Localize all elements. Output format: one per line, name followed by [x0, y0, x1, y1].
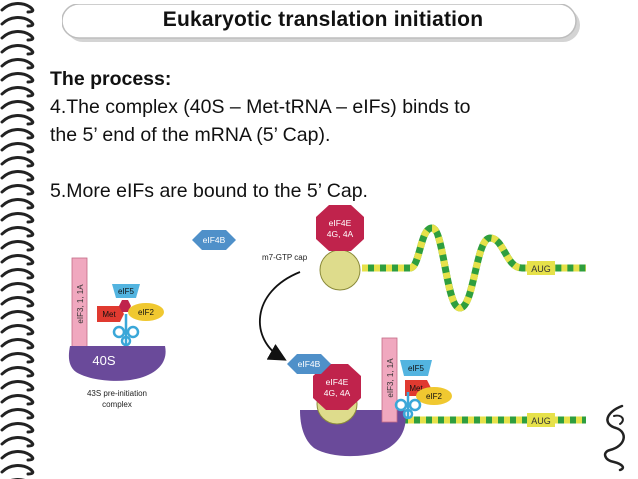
eif5-shape-bottom: [400, 360, 432, 376]
met-connector-left: [119, 300, 131, 312]
eif4e-octagon-bottom: [313, 364, 361, 410]
eif2-shape-left: [128, 303, 164, 321]
trna-left: [112, 314, 140, 347]
aug-label-bottom: AUG: [531, 416, 551, 426]
trna-bottom: [394, 392, 422, 420]
cap-label: m7-GTP cap: [262, 253, 308, 262]
eif2-shape-bottom: [416, 387, 452, 405]
eif4e-octagon-top: [316, 205, 364, 251]
step-4-line-2: the 5’ end of the mRNA (5’ Cap).: [50, 124, 331, 146]
eif4e-label-top-1: eIF4E: [329, 218, 352, 228]
aug-box-top: [527, 261, 555, 275]
ribosome-40s-left: [68, 346, 166, 381]
step-4-line-1: 4.The complex (40S – Met-tRNA – eIFs) bi…: [50, 96, 471, 118]
process-heading: The process:: [50, 68, 172, 90]
caption-line-2: complex: [102, 400, 132, 409]
step-5-line: 5.More eIFs are bound to the 5’ Cap.: [50, 180, 368, 202]
eif4b-label-bottom: eIF4B: [298, 359, 321, 369]
eif4b-label-top: eIF4B: [203, 235, 226, 245]
ribosome-label-left: 40S: [92, 353, 115, 368]
decorative-flourish-icon: [603, 404, 625, 472]
eif5-shape-left: [112, 284, 140, 298]
aug-box-bottom: [527, 413, 555, 427]
met-shape-left: [97, 306, 124, 322]
eif4e-label-bottom-2: 4G, 4A: [324, 388, 351, 398]
eif3-label-left: eIF3, 1, 1A: [76, 284, 85, 324]
eif3-label-bottom: eIF3, 1, 1A: [386, 358, 395, 398]
caption-line-1: 43S pre-initiation: [87, 389, 147, 398]
title-bar: [62, 4, 580, 42]
slide-title: Eukaryotic translation initiation: [162, 8, 484, 31]
eif5-label-left: eIF5: [118, 287, 135, 296]
eif4b-hex-top: [192, 230, 236, 250]
eif2-label-left: eIF2: [138, 308, 155, 317]
eif4e-label-bottom-1: eIF4E: [326, 377, 349, 387]
met-label-bottom: Met: [409, 384, 423, 393]
mrna-top: [362, 224, 586, 312]
eif4e-label-top-2: 4G, 4A: [327, 229, 354, 239]
eif5-label-bottom: eIF5: [408, 364, 425, 373]
curved-arrow: [259, 271, 301, 361]
aug-label-top: AUG: [531, 264, 551, 274]
eif4b-hex-bottom: [287, 354, 331, 374]
binder-spiral: [0, 0, 40, 479]
met-label-left: Met: [102, 310, 116, 319]
eif2-label-bottom: eIF2: [426, 392, 443, 401]
eif3-bar-bottom: [381, 337, 398, 423]
cap-circle-top: [319, 249, 361, 291]
